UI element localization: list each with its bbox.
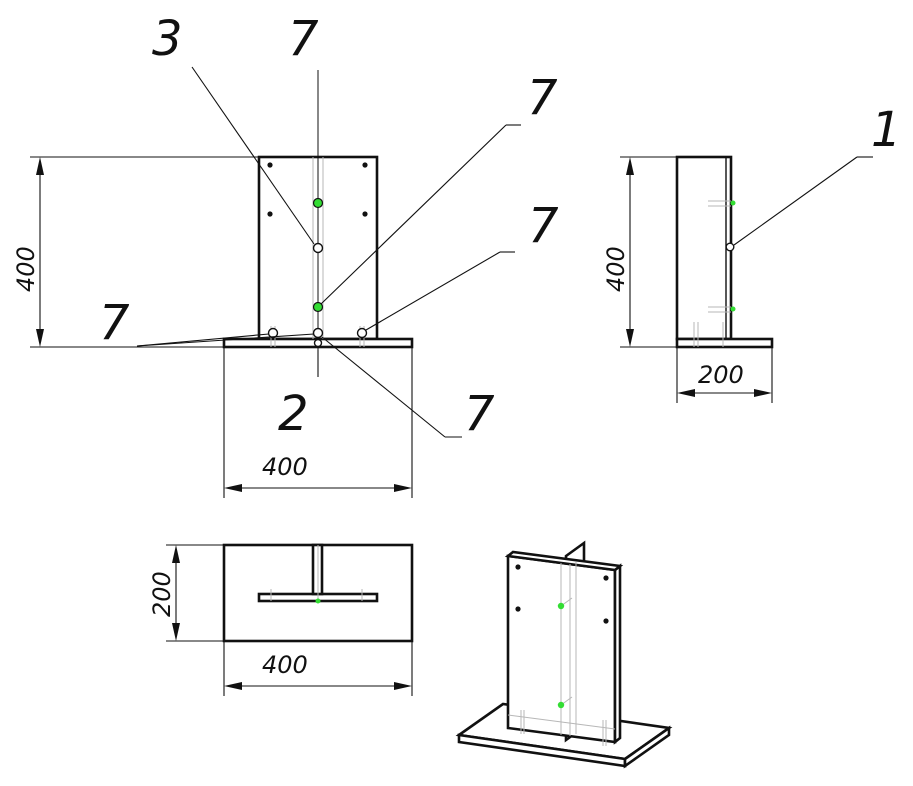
dim-side-height: 400	[602, 246, 630, 292]
isometric-view	[455, 540, 673, 769]
callout-2: 2	[278, 386, 309, 442]
callout-7-right-upper: 7	[527, 70, 558, 126]
mount-hole	[603, 575, 609, 581]
fastener-hole	[312, 242, 324, 254]
mount-hole	[267, 162, 273, 168]
front-view	[222, 70, 414, 377]
dim-top-width: 400	[262, 651, 308, 679]
mount-hole	[267, 211, 273, 217]
callout-1: 1	[871, 102, 902, 158]
mount-hole	[362, 211, 368, 217]
fastener-green	[312, 197, 324, 209]
fastener-green	[730, 306, 736, 312]
fastener-green	[557, 701, 565, 709]
callout-3: 3	[152, 11, 183, 67]
fastener-green	[312, 301, 324, 313]
fastener-hole	[267, 327, 279, 339]
callout-7-right-mid: 7	[528, 198, 559, 254]
callout-7-top: 7	[288, 11, 319, 67]
fastener-hole	[356, 327, 368, 339]
dimension-labels: 400 400 400 200 200 400	[12, 246, 744, 679]
top-dimensions	[166, 544, 413, 696]
mount-hole	[362, 162, 368, 168]
callout-7-bottom: 7	[464, 386, 495, 442]
mount-hole	[515, 564, 521, 570]
side-base-plate	[675, 337, 774, 349]
front-leaders	[136, 66, 521, 438]
fastener-green	[557, 602, 565, 610]
dim-front-height: 400	[12, 246, 40, 292]
top-view	[222, 543, 414, 643]
fastener-hole	[313, 338, 323, 348]
fastener-green	[730, 200, 736, 206]
callout-7-left: 7	[99, 295, 130, 351]
dim-top-depth: 200	[148, 571, 176, 617]
mount-hole	[515, 606, 521, 612]
side-dimensions	[620, 156, 773, 403]
dim-side-width: 200	[698, 361, 744, 389]
side-vertical-plate	[675, 155, 733, 341]
dim-front-width: 400	[262, 453, 308, 481]
fastener-hole	[312, 327, 324, 339]
fastener-green	[315, 598, 321, 604]
mount-hole	[603, 618, 609, 624]
front-dimensions	[30, 156, 413, 498]
fastener-hole	[725, 242, 735, 252]
callout-labels: 3 7 7 7 7 2 7 1	[99, 11, 902, 442]
side-view	[675, 155, 774, 349]
